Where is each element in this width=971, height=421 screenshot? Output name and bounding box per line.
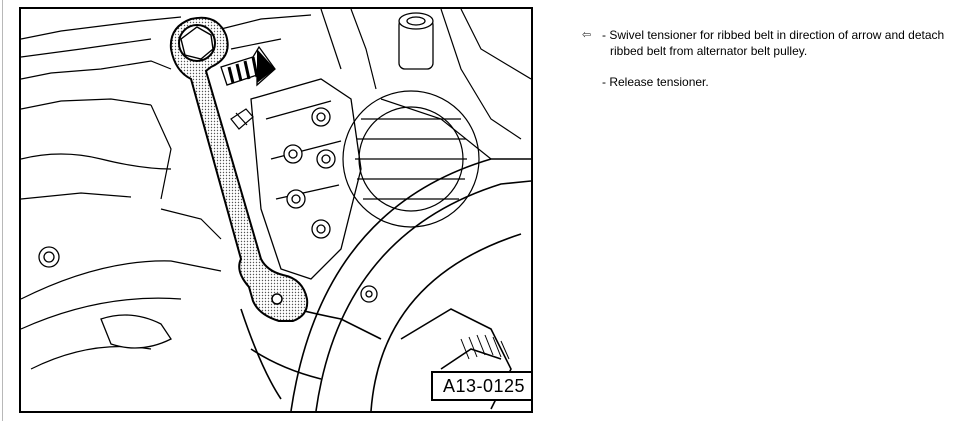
instruction-step-2: - Release tensioner. [582,74,967,90]
instruction-step-1-continuation: ribbed belt from alternator belt pulley. [610,44,808,58]
alternator [342,90,480,228]
side-bolt [38,246,172,349]
mounting-bracket [250,78,362,280]
instruction-step-1: ⇦ - Swivel tensioner for ribbed belt in … [582,27,967,59]
instruction-panel: ⇦ - Swivel tensioner for ribbed belt in … [582,27,967,90]
page-left-rule [2,0,3,421]
instruction-step-1-text: - Swivel tensioner for ribbed belt in di… [602,28,945,42]
alternator-belt-pulley [290,158,531,411]
ring-wrench [169,16,309,322]
technical-illustration: A13-0125 [19,7,533,413]
arrow-left-icon: ⇦ [582,29,592,41]
coolant-pipe [398,12,434,70]
pulley-teeth [460,334,510,360]
belt-tensioner [240,298,382,400]
engine-drawing [21,9,531,411]
bracket-bolts [283,107,378,303]
stud-fitting [230,108,254,130]
figure-label: A13-0125 [431,371,531,401]
direction-arrow-icon [220,45,276,87]
instruction-step-2-text: - Release tensioner. [602,75,709,89]
